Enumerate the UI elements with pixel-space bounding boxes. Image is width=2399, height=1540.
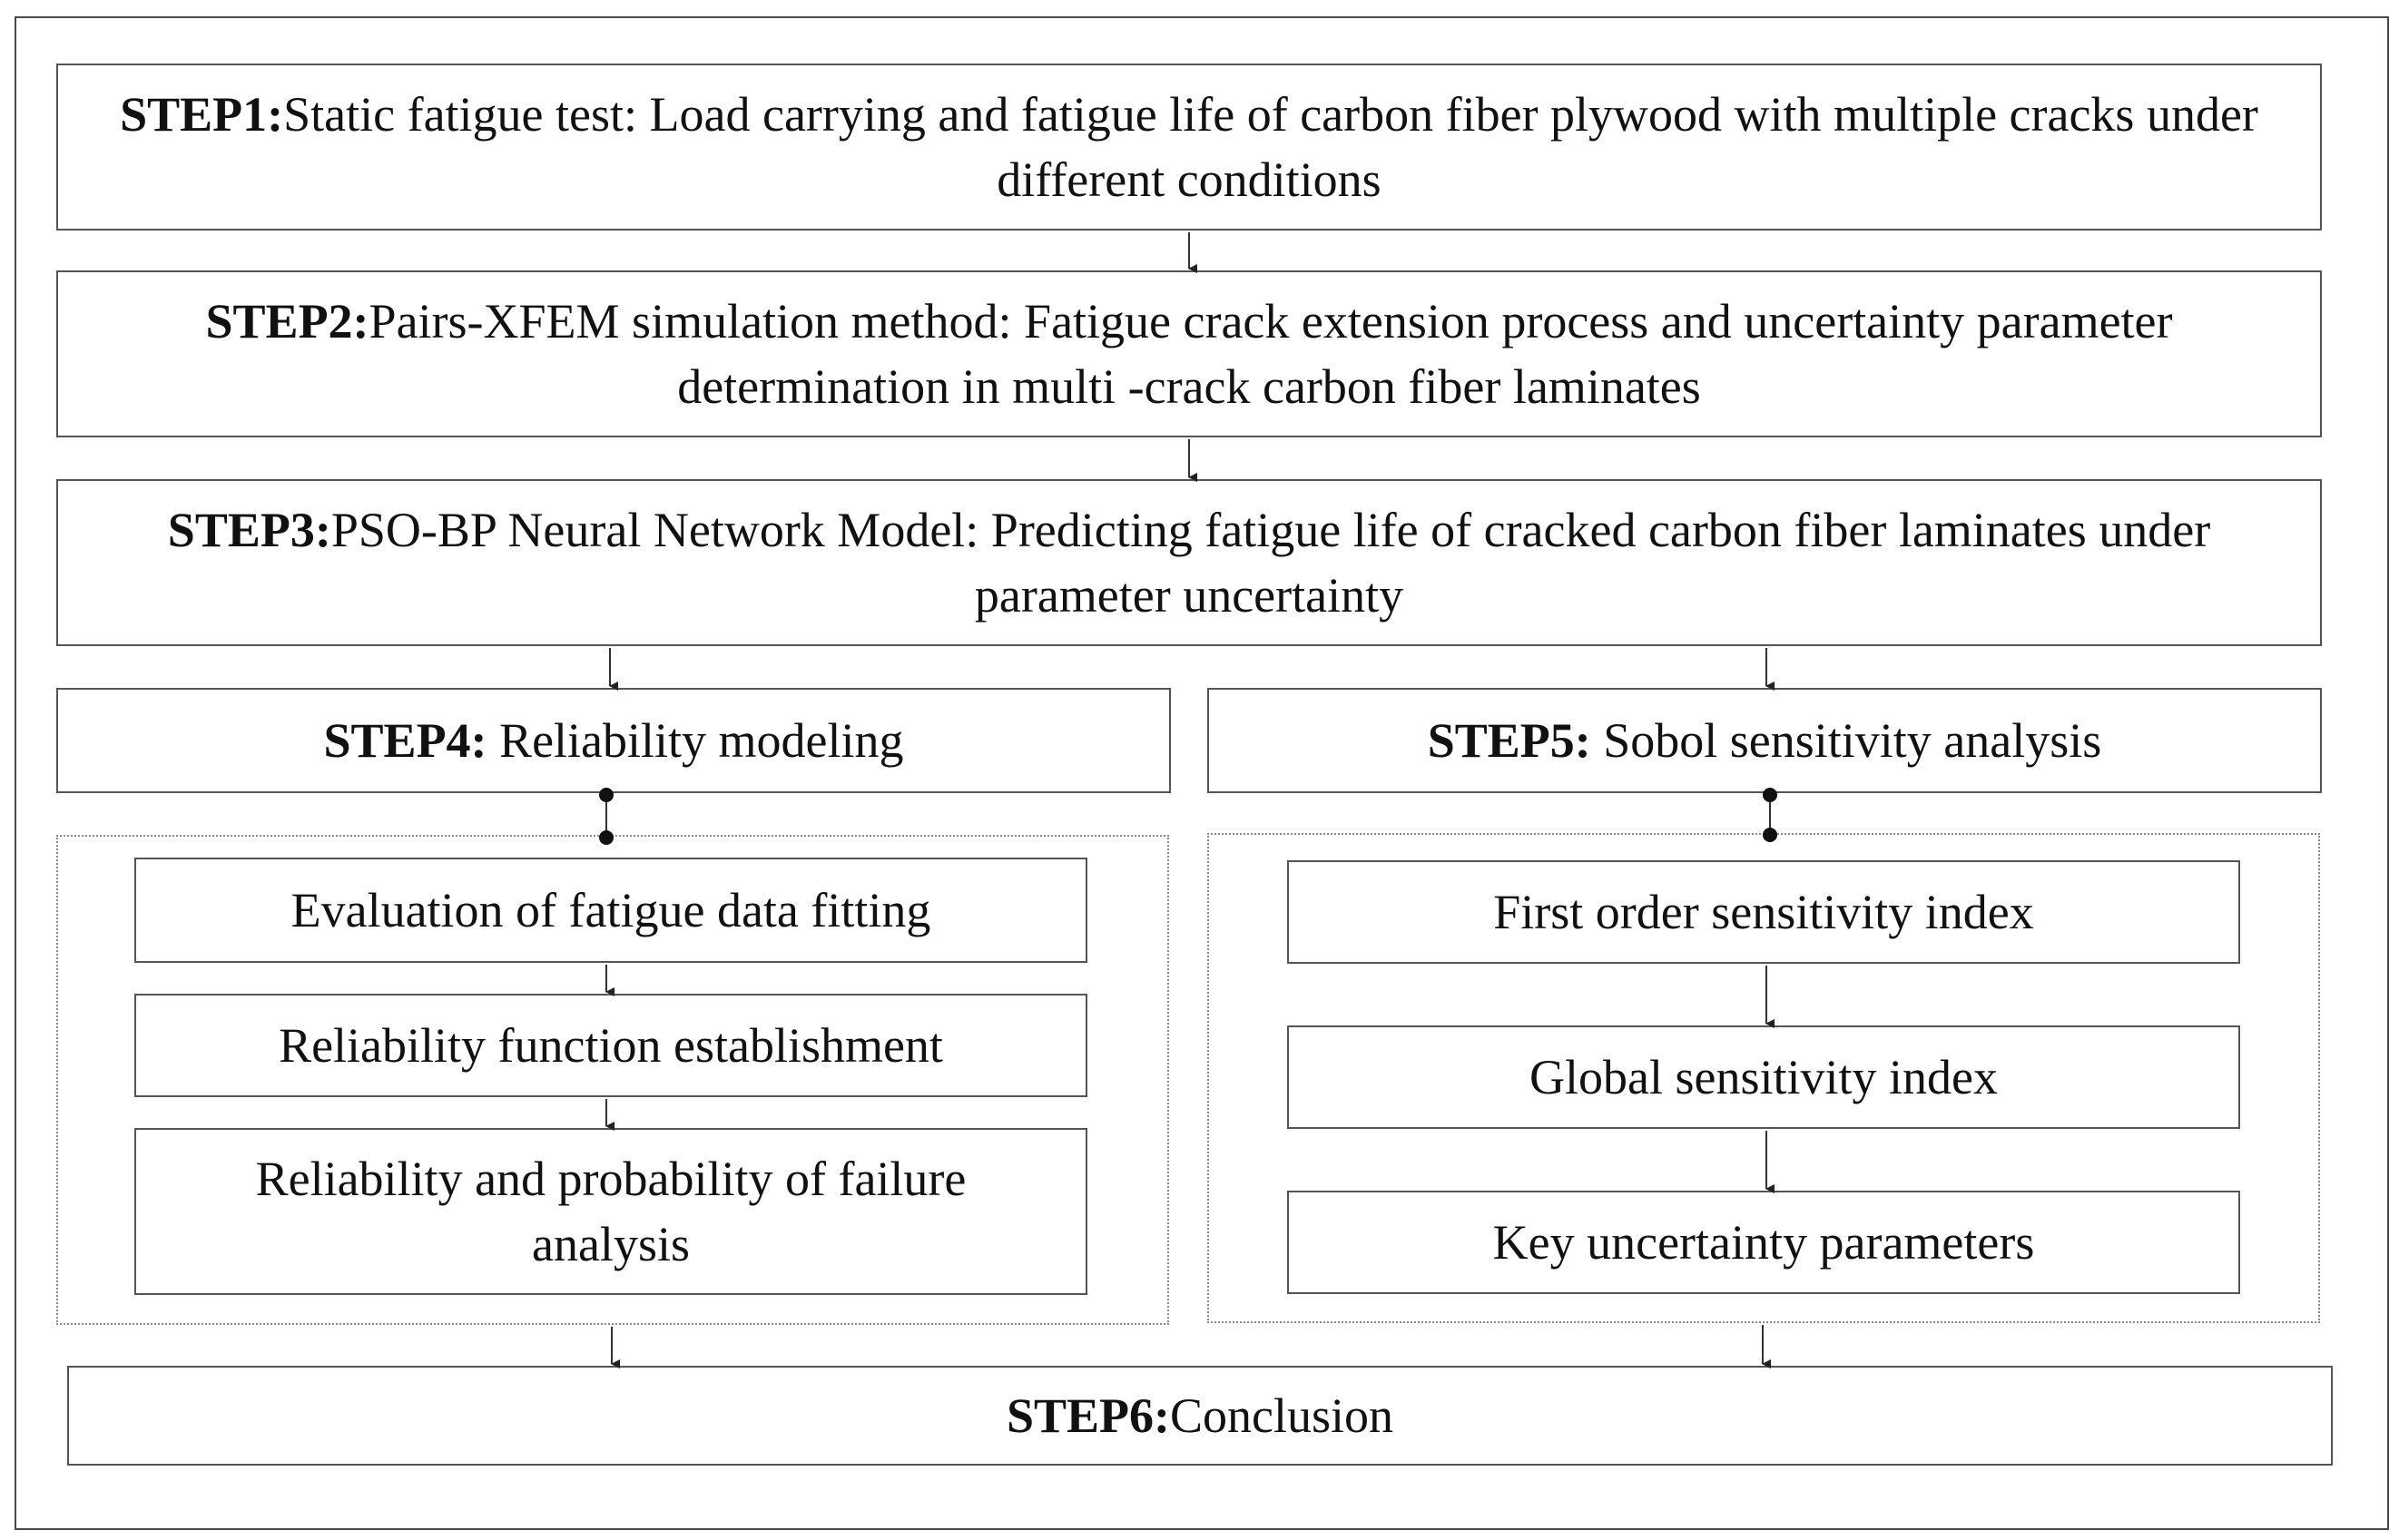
step2-box: STEP2:Pairs-XFEM simulation method: Fati… [56, 270, 2322, 437]
step3-text: PSO-BP Neural Network Model: Predicting … [330, 503, 2211, 623]
step6-content: STEP6:Conclusion [1007, 1383, 1393, 1448]
step4-text: Reliability modeling [487, 713, 904, 768]
step4-label: STEP4: [323, 713, 487, 768]
step1-box: STEP1:Static fatigue test: Load carrying… [56, 64, 2322, 231]
step6-label: STEP6: [1006, 1388, 1171, 1443]
right-substep-2-text: Global sensitivity index [1529, 1050, 1998, 1104]
right-substep-1-text: First order sensitivity index [1493, 885, 2034, 939]
left-substep-1: Evaluation of fatigue data fitting [134, 858, 1087, 963]
left-substep-3-text: Reliability and probability of failure a… [255, 1152, 967, 1271]
step4-connector-dot-top [599, 788, 614, 802]
step3-box: STEP3:PSO-BP Neural Network Model: Predi… [56, 479, 2322, 646]
step1-label: STEP1: [120, 87, 284, 142]
step5-connector-dot-top [1763, 788, 1777, 802]
step4-content: STEP4: Reliability modeling [324, 708, 904, 773]
step4-connector-dot-bottom [599, 830, 614, 845]
right-substep-3: Key uncertainty parameters [1287, 1191, 2240, 1294]
left-substep-2-text: Reliability function establishment [279, 1018, 943, 1073]
step5-connector-dot-bottom [1763, 828, 1777, 842]
step6-box: STEP6:Conclusion [67, 1366, 2333, 1466]
step1-content: STEP1:Static fatigue test: Load carrying… [94, 82, 2284, 212]
step5-box: STEP5: Sobol sensitivity analysis [1207, 688, 2322, 793]
step5-label: STEP5: [1427, 713, 1591, 768]
step4-box: STEP4: Reliability modeling [56, 688, 1171, 793]
left-substep-2: Reliability function establishment [134, 994, 1087, 1097]
left-substep-3: Reliability and probability of failure a… [134, 1128, 1087, 1295]
step5-content: STEP5: Sobol sensitivity analysis [1428, 708, 2102, 773]
step2-label: STEP2: [205, 294, 369, 348]
step3-content: STEP3:PSO-BP Neural Network Model: Predi… [94, 497, 2284, 628]
step3-label: STEP3: [167, 503, 331, 557]
figure-frame [15, 16, 2389, 1530]
step2-text: Pairs-XFEM simulation method: Fatigue cr… [369, 294, 2173, 414]
step1-text: Static fatigue test: Load carrying and f… [283, 87, 2258, 207]
right-substep-1: First order sensitivity index [1287, 860, 2240, 964]
step5-text: Sobol sensitivity analysis [1590, 713, 2102, 768]
step6-text: Conclusion [1170, 1388, 1394, 1443]
right-substep-2: Global sensitivity index [1287, 1025, 2240, 1129]
left-substep-1-text: Evaluation of fatigue data fitting [290, 883, 931, 937]
right-substep-3-text: Key uncertainty parameters [1492, 1215, 2035, 1270]
step2-content: STEP2:Pairs-XFEM simulation method: Fati… [94, 289, 2284, 419]
